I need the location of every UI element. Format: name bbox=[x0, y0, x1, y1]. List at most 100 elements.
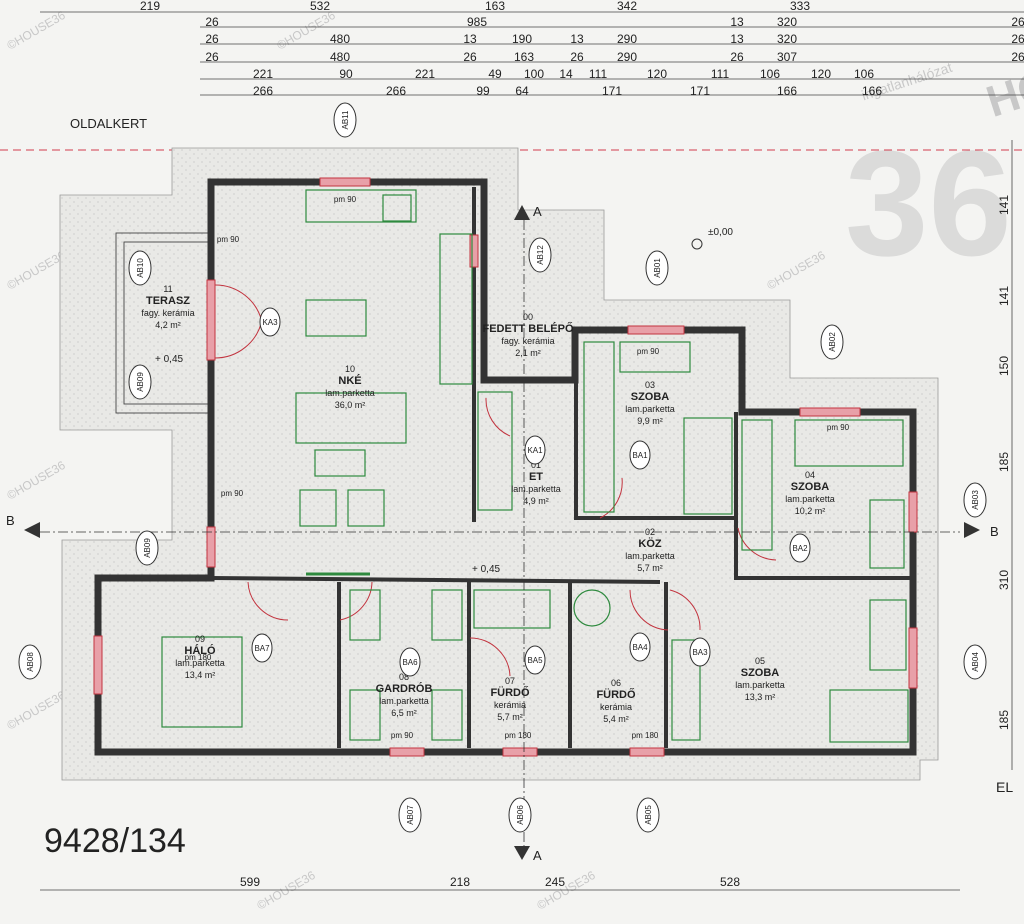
top-dim-value: 166 bbox=[777, 84, 797, 98]
top-dim-value: 100 bbox=[524, 67, 544, 81]
window-tag-label: AB11 bbox=[341, 110, 350, 130]
door-tag-label: BA7 bbox=[254, 644, 270, 653]
room-area: 13,3 m² bbox=[745, 692, 776, 702]
top-dim-value: 49 bbox=[488, 67, 502, 81]
top-dim-value: 307 bbox=[777, 50, 797, 64]
door-tag-label: KA3 bbox=[262, 318, 278, 327]
section-lines bbox=[40, 220, 960, 850]
window-tag-label: AB10 bbox=[136, 258, 145, 278]
window-tag-label: AB01 bbox=[653, 258, 662, 278]
room-area: 5,7 m² bbox=[497, 712, 523, 722]
window-tag-marker bbox=[135, 530, 159, 566]
door-tag: KA3 bbox=[259, 307, 281, 337]
room-name: TERASZ bbox=[146, 295, 190, 307]
door-tag: BA1 bbox=[629, 440, 651, 470]
room-number: 02 bbox=[645, 527, 655, 537]
room-number: 04 bbox=[805, 470, 815, 480]
section-a-bottom: A bbox=[533, 848, 542, 863]
window-tag-marker bbox=[820, 324, 844, 360]
pm-label: pm 90 bbox=[827, 423, 850, 432]
top-dim-value: 111 bbox=[589, 67, 608, 81]
window-tag: AB12 bbox=[528, 237, 552, 273]
top-dim-value: 290 bbox=[617, 32, 637, 46]
window-tag: AB09 bbox=[135, 530, 159, 566]
top-dim-value: 90 bbox=[339, 67, 353, 81]
room-floor: lam.parketta bbox=[625, 551, 675, 561]
window-tag: AB02 bbox=[820, 324, 844, 360]
floor-levels: + 0,45 + 0,45 bbox=[155, 354, 501, 575]
top-dim-value: 480 bbox=[330, 50, 350, 64]
room-area: 36,0 m² bbox=[335, 400, 366, 410]
window-tag: AB03 bbox=[963, 482, 987, 518]
room-floor: kerámia bbox=[600, 702, 632, 712]
room-area: 6,5 m² bbox=[391, 708, 417, 718]
window-tag: AB07 bbox=[398, 797, 422, 833]
top-dim-value: 13 bbox=[463, 32, 477, 46]
pm-label: pm 180 bbox=[505, 731, 532, 740]
window-tag-marker bbox=[128, 364, 152, 400]
room-floor: lam.parketta bbox=[735, 680, 785, 690]
room-floor: lam.parketta bbox=[175, 658, 225, 668]
top-dim-value: 171 bbox=[602, 84, 622, 98]
window-tag-marker bbox=[645, 250, 669, 286]
room-name: SZOBA bbox=[631, 391, 670, 403]
window-tag: AB05 bbox=[636, 797, 660, 833]
room-area: 2,1 m² bbox=[515, 348, 541, 358]
window-tag: AB08 bbox=[18, 644, 42, 680]
top-dim-value: 106 bbox=[854, 67, 874, 81]
door-tag-marker bbox=[399, 647, 421, 677]
room-number: 05 bbox=[755, 656, 765, 666]
top-dim-value: 320 bbox=[777, 32, 797, 46]
room-floor: fagy. kerámia bbox=[141, 308, 194, 318]
window-tag-marker bbox=[963, 482, 987, 518]
top-dim-value: 166 bbox=[862, 84, 882, 98]
top-dim-value: 26 bbox=[1011, 50, 1024, 64]
window-tag-label: AB12 bbox=[536, 245, 545, 265]
top-dim-value: 480 bbox=[330, 32, 350, 46]
windows bbox=[93, 177, 918, 757]
door-tag-marker bbox=[259, 307, 281, 337]
top-dim-value: 14 bbox=[559, 67, 573, 81]
window-tag-label: AB07 bbox=[406, 805, 415, 825]
element-tags: AB11AB12AB01AB02AB03AB04AB05AB06AB07AB08… bbox=[18, 102, 987, 833]
top-dim-value: 13 bbox=[730, 15, 744, 29]
top-dim-value: 266 bbox=[386, 84, 406, 98]
top-dim-value: 64 bbox=[515, 84, 529, 98]
svg-text:©HOUSE36: ©HOUSE36 bbox=[275, 8, 338, 53]
top-dim-value: 985 bbox=[467, 15, 487, 29]
door-tag: BA3 bbox=[689, 637, 711, 667]
door-tag-marker bbox=[524, 435, 546, 465]
window-tag-marker bbox=[528, 237, 552, 273]
top-dim-value: 120 bbox=[811, 67, 831, 81]
door-tag: KA1 bbox=[524, 435, 546, 465]
pm-label: pm 90 bbox=[334, 195, 357, 204]
top-dim-value: 219 bbox=[140, 0, 160, 13]
door-tag-label: BA5 bbox=[527, 656, 543, 665]
window-tag: AB01 bbox=[645, 250, 669, 286]
right-dim-value: 141 bbox=[997, 286, 1011, 306]
bottom-dim-value: 245 bbox=[545, 875, 565, 889]
room-number: 06 bbox=[611, 678, 621, 688]
top-dim-value: 26 bbox=[570, 50, 584, 64]
ground-hatch bbox=[59, 147, 939, 781]
top-dim-value: 171 bbox=[690, 84, 710, 98]
room-number: 08 bbox=[399, 672, 409, 682]
section-a-top: A bbox=[533, 204, 542, 219]
room-floor: lam.parketta bbox=[785, 494, 835, 504]
window-tag-label: AB08 bbox=[26, 652, 35, 672]
door-tag-marker bbox=[251, 633, 273, 663]
furniture bbox=[161, 189, 909, 743]
top-dimensions bbox=[40, 11, 1024, 96]
door-tag: BA7 bbox=[251, 633, 273, 663]
top-dim-value: 99 bbox=[476, 84, 490, 98]
